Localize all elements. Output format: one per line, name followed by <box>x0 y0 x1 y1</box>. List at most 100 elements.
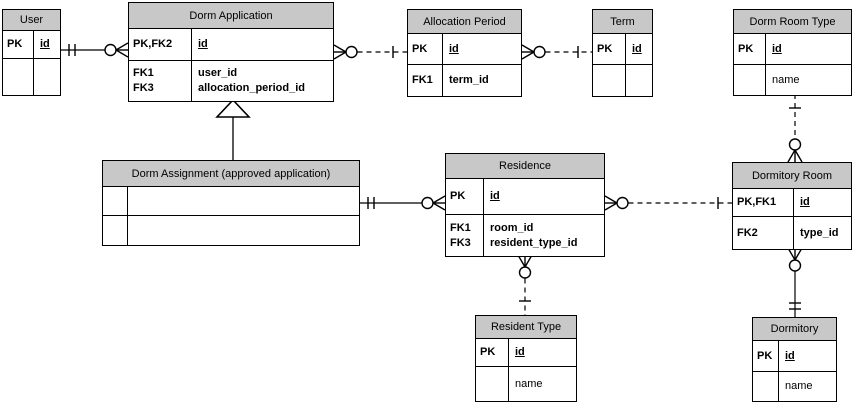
relationship-dorm-assignment-residence <box>360 195 446 211</box>
key-cell <box>103 216 128 245</box>
attribute-cell: id <box>192 29 333 60</box>
key-label: PK <box>7 38 23 50</box>
attribute-row: PK,FK2 id <box>129 29 333 60</box>
entity-title: Dormitory <box>753 318 836 341</box>
key-cell <box>476 367 509 401</box>
attribute-label: allocation_period_id <box>198 82 305 94</box>
key-label: FK1 <box>412 74 433 86</box>
relationship-user-dorm-application <box>61 42 129 58</box>
relationship-residence-dormitory-room <box>604 195 732 211</box>
generalization-triangle-icon <box>215 98 251 118</box>
attribute-cell: id <box>443 34 521 64</box>
key-cell <box>103 187 128 215</box>
key-cell: PK <box>446 179 484 214</box>
attribute-label: id <box>449 42 459 55</box>
attribute-cell: id <box>484 179 604 214</box>
attribute-cell: type_id <box>794 217 851 249</box>
attribute-cell: user_id allocation_period_id <box>192 61 333 101</box>
relationship-dorm-application-allocation-period <box>333 44 407 60</box>
attribute-label: term_id <box>449 74 489 86</box>
entity-title: User <box>3 10 60 31</box>
attribute-row <box>103 215 359 245</box>
key-label: FK1 <box>133 67 154 79</box>
entity-title: Term <box>593 10 652 34</box>
key-cell <box>3 59 34 95</box>
attribute-row: PK id <box>408 34 521 64</box>
entity-title: Dorm Assignment (approved application) <box>103 161 359 187</box>
key-cell: PK,FK1 <box>733 189 794 216</box>
attribute-row: FK1 term_id <box>408 64 521 96</box>
key-cell: FK1 <box>408 65 443 96</box>
key-label: PK <box>597 42 613 55</box>
key-cell: PK,FK2 <box>129 29 192 60</box>
relationship-allocation-period-term <box>521 44 592 60</box>
attribute-label: resident_type_id <box>490 236 578 249</box>
key-cell: PK <box>734 34 766 64</box>
entity-title: Residence <box>446 154 604 179</box>
key-cell: PK <box>753 341 779 371</box>
attribute-cell: id <box>509 339 576 366</box>
key-label: PK <box>757 349 773 362</box>
attribute-cell <box>626 65 652 96</box>
attribute-label: name <box>515 377 543 390</box>
attribute-row: PK id <box>593 34 652 64</box>
attribute-cell: name <box>766 65 851 95</box>
key-cell <box>734 65 766 95</box>
attribute-cell <box>34 59 60 95</box>
entity-title: Resident Type <box>476 316 576 339</box>
attribute-label: name <box>785 380 813 392</box>
attribute-cell: name <box>779 372 836 401</box>
attribute-cell: id <box>794 189 851 216</box>
attribute-row: name <box>734 64 851 95</box>
attribute-cell <box>128 216 359 245</box>
key-label: PK,FK2 <box>133 38 173 50</box>
relationship-dorm-assignment-generalization <box>215 98 251 160</box>
key-cell: FK2 <box>733 217 794 249</box>
key-cell <box>593 65 626 96</box>
attribute-row: PK id <box>3 31 60 58</box>
entity-title: Allocation Period <box>408 10 521 34</box>
key-label: PK <box>412 42 428 55</box>
attribute-label: id <box>632 42 642 55</box>
relationship-dorm-room-type-dormitory-room <box>787 94 803 163</box>
attribute-row <box>593 64 652 96</box>
attribute-cell: id <box>626 34 652 64</box>
attribute-label: type_id <box>800 226 839 239</box>
attribute-row: PK id <box>753 341 836 371</box>
entity-title: Dorm Application <box>129 3 333 29</box>
attribute-row <box>3 58 60 95</box>
attribute-cell: term_id <box>443 65 521 96</box>
key-cell: PK <box>476 339 509 366</box>
attribute-label: user_id <box>198 67 238 79</box>
key-label: FK1 <box>450 221 471 234</box>
key-label: FK2 <box>737 226 758 239</box>
entity-title: Dormitory Room <box>733 163 851 189</box>
attribute-label: id <box>40 38 50 50</box>
attribute-row <box>103 187 359 215</box>
key-label: PK <box>738 42 754 55</box>
key-label: FK3 <box>133 82 154 94</box>
key-label: PK,FK1 <box>737 196 777 208</box>
key-cell <box>753 372 779 401</box>
key-label: FK3 <box>450 236 471 249</box>
attribute-cell: id <box>34 31 60 58</box>
attribute-label: id <box>198 38 208 50</box>
key-label: PK <box>450 190 466 202</box>
key-cell: PK <box>593 34 626 64</box>
attribute-cell: id <box>779 341 836 371</box>
relationship-residence-resident-type <box>517 254 533 315</box>
